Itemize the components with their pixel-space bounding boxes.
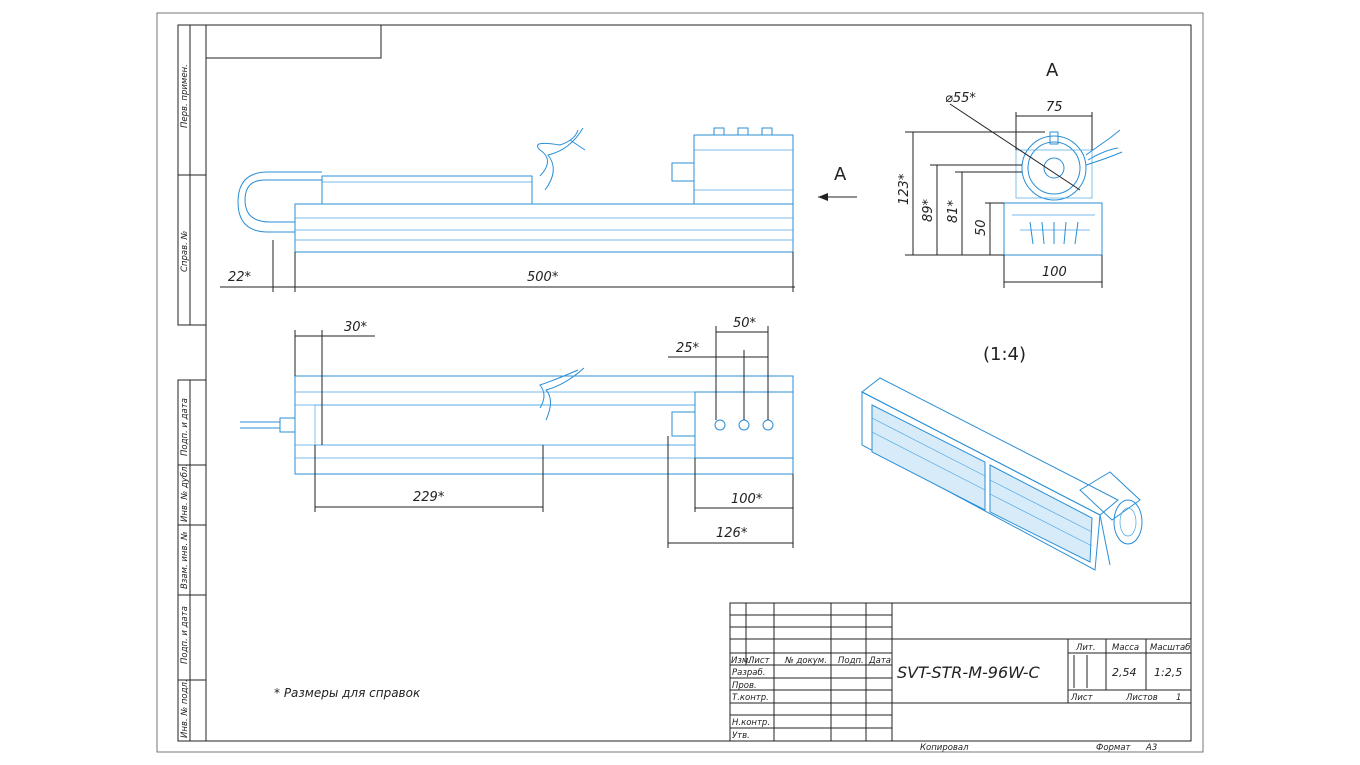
top-left-box <box>205 24 382 59</box>
tb-col-list: Лист <box>747 656 771 666</box>
tb-scale-value: 1:2,5 <box>1154 666 1182 679</box>
side-label-podp1: Подп. и дата <box>180 398 190 456</box>
dim-75: 75 <box>1046 100 1063 115</box>
tb-row-nkontr: Н.контр. <box>732 718 770 728</box>
dim-25: 25* <box>676 341 700 356</box>
dim-126: 126* <box>716 526 748 541</box>
dim-100-end: 100 <box>1042 265 1067 280</box>
view-arrow-label: A <box>834 164 847 185</box>
side-view-luminaire <box>237 127 794 253</box>
tb-mass: Масса <box>1112 643 1139 653</box>
tb-sheet: Лист <box>1070 693 1094 703</box>
dim-229: 229* <box>413 490 445 505</box>
tb-row-utv: Утв. <box>732 731 750 741</box>
tb-mass-value: 2,54 <box>1112 666 1137 679</box>
side-label-podl: Инв. № подл. <box>180 679 190 738</box>
side-strip <box>177 24 207 742</box>
side-label-perv: Перв. примен. <box>180 64 190 128</box>
tb-scale: Масштаб <box>1150 643 1190 653</box>
tb-col-date: Дата <box>868 656 891 666</box>
tb-row-prov: Пров. <box>732 681 757 691</box>
tb-row-tkontr: Т.контр. <box>732 693 769 703</box>
top-view-luminaire <box>240 367 794 475</box>
dim-50-end: 50 <box>974 219 989 236</box>
end-view <box>1003 129 1123 256</box>
scale-label: (1:4) <box>983 344 1026 365</box>
dim-30: 30* <box>344 320 368 335</box>
tb-col-doc: № докум. <box>784 656 827 666</box>
tb-designation: SVT-STR-M-96W-C <box>897 663 1040 682</box>
tb-col-izm: Изм. <box>731 656 751 666</box>
tb-lit: Лит. <box>1075 643 1096 653</box>
title-block-frame <box>729 602 1192 742</box>
side-label-vzam: Взам. инв. № <box>180 531 190 589</box>
tb-col-podp: Подп. <box>838 656 864 666</box>
view-arrow-head <box>818 193 828 201</box>
top-dimensions <box>220 240 795 292</box>
tb-format-value: A3 <box>1145 743 1157 753</box>
dim-89: 89* <box>921 198 936 222</box>
side-label-podp2: Подп. и дата <box>180 606 190 664</box>
dim-123: 123* <box>897 173 912 205</box>
tb-row-razrab: Разраб. <box>732 668 765 678</box>
outer-frame <box>156 12 1204 753</box>
isometric-view <box>861 377 1143 571</box>
dim-81: 81* <box>946 199 961 223</box>
reference-note: * Размеры для справок <box>274 686 421 700</box>
dim-100: 100* <box>731 492 763 507</box>
dim-50: 50* <box>733 316 757 331</box>
section-label: A <box>1046 60 1059 81</box>
end-dimensions <box>905 103 1103 288</box>
tb-copied: Копировал <box>920 743 969 753</box>
dim-d55: ⌀55* <box>945 91 976 106</box>
side-label-dubl: Инв. № дубл. <box>180 464 190 522</box>
tb-format: Формат <box>1096 743 1132 753</box>
dim-500: 500* <box>527 270 559 285</box>
dim-22: 22* <box>228 270 252 285</box>
tb-sheets: Листов <box>1125 693 1158 703</box>
side-label-sprav: Справ. № <box>180 230 190 272</box>
bottom-dimensions <box>294 326 794 548</box>
tb-sheets-value: 1 <box>1176 693 1181 703</box>
